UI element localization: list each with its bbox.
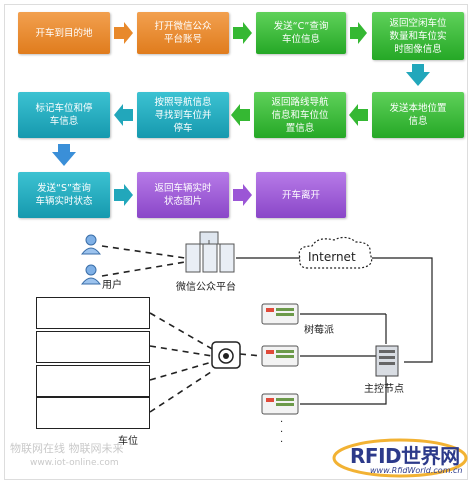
parking-space (36, 365, 150, 397)
logo-swoosh-icon (332, 438, 468, 478)
step-send-location: 发送本地位置 信息 (372, 92, 464, 138)
step-return-navigation: 返回路线导航 信息和车位位 置信息 (254, 92, 346, 138)
master-node-icon (375, 345, 399, 377)
raspberry-pi-icon (261, 303, 299, 325)
arrow-right-icon (233, 184, 252, 206)
parking-space (36, 397, 150, 429)
arrow-left-icon (349, 104, 368, 126)
wechat-platform-label: 微信公众平台 (176, 282, 236, 293)
step-mark-parking: 标记车位和停 车信息 (18, 92, 110, 138)
arrow-right-icon (350, 22, 367, 44)
step-drive-away: 开车离开 (256, 172, 346, 218)
parking-space (36, 297, 150, 329)
ellipsis: · · · (280, 417, 284, 448)
diagram-frame (4, 4, 468, 480)
arrow-right-icon (114, 22, 133, 44)
arrow-right-icon (233, 22, 252, 44)
raspberry-pi-label: 树莓派 (304, 325, 334, 336)
logo-main-text: RFID世界网 (350, 444, 460, 468)
master-node-label: 主控节点 (364, 384, 404, 395)
raspberry-pi-icon (261, 345, 299, 367)
arrow-left-icon (114, 104, 133, 126)
step-send-c-query: 发送“C”查询 车位信息 (256, 12, 346, 54)
internet-label: Internet (308, 250, 356, 264)
step-return-free-spaces: 返回空闲车位 数量和车位实 时图像信息 (372, 12, 464, 60)
user-icon (80, 264, 102, 285)
step-open-wechat: 打开微信公众 平台账号 (137, 12, 229, 54)
step-send-s-query: 发送“S”查询 车辆实时状态 (18, 172, 110, 218)
rfid-world-logo: RFID世界网 www.RfidWorld.com.cn (330, 436, 470, 480)
user-label: 用户 (102, 280, 122, 291)
parking-label: 车位 (118, 436, 138, 447)
cloud-icon (298, 236, 373, 269)
watermark-url: www.iot-online.com (30, 458, 119, 468)
arrow-right-icon (114, 184, 133, 206)
step-navigate-and-park: 按照导航信息 寻找到车位并 停车 (137, 92, 229, 138)
user-icon (80, 234, 102, 255)
watermark-text: 物联网在线 物联网未来 (10, 442, 124, 455)
step-return-vehicle-status: 返回车辆实时 状态图片 (137, 172, 229, 218)
parking-space-empty (36, 331, 150, 363)
server-cluster-icon (185, 231, 235, 273)
step-drive-to-destination: 开车到目的地 (18, 12, 110, 54)
raspberry-pi-icon (261, 393, 299, 415)
camera-icon (211, 341, 241, 369)
logo-sub-text: www.RfidWorld.com.cn (370, 466, 463, 475)
arrow-left-icon (231, 104, 250, 126)
arrow-down-icon (52, 144, 76, 166)
arrow-down-icon (406, 64, 430, 86)
